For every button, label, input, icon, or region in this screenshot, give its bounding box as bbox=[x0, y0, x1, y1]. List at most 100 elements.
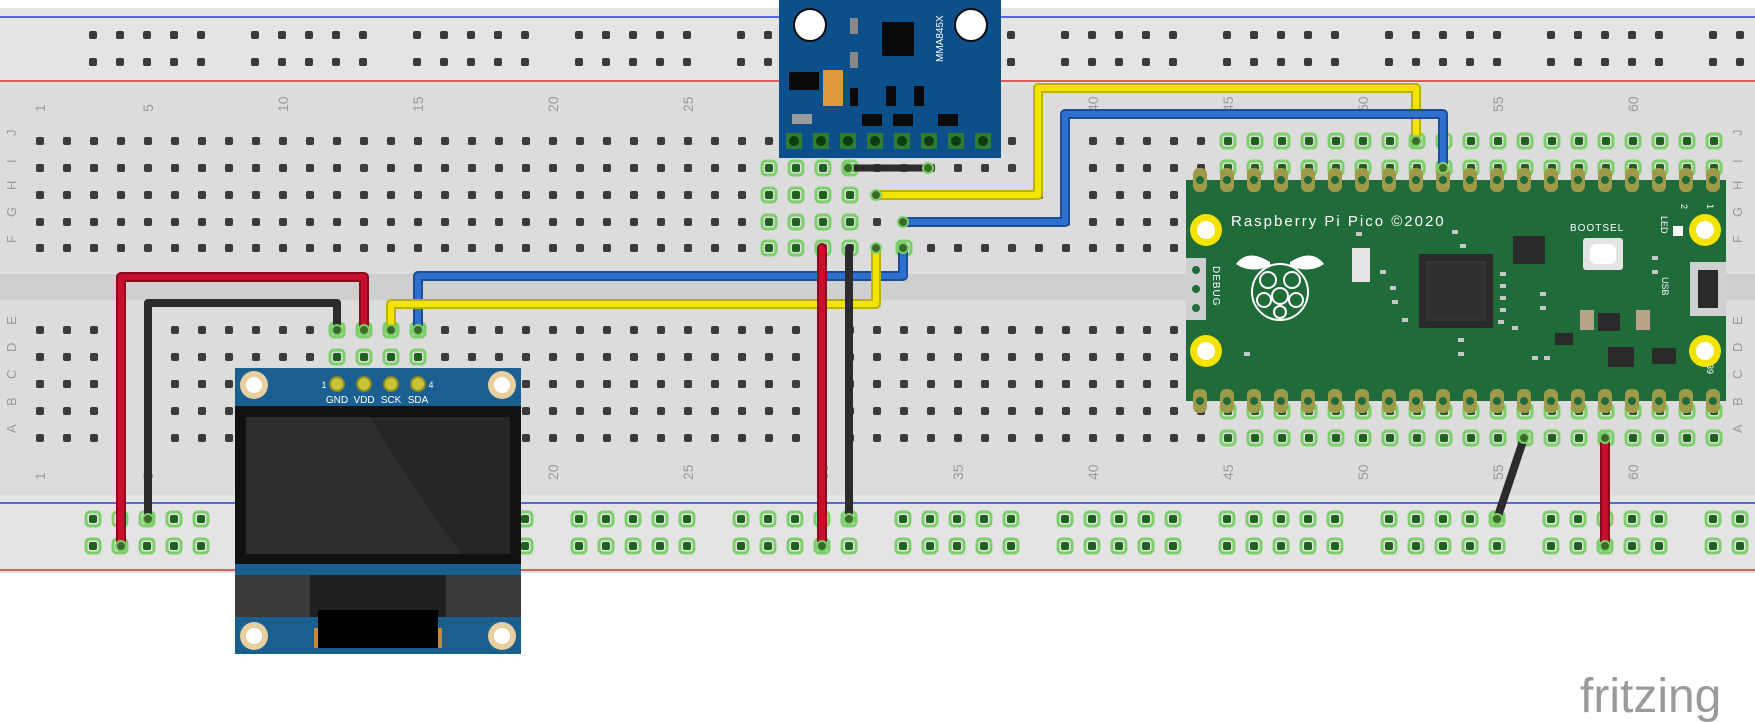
pico-pin-hole bbox=[1466, 176, 1474, 184]
breadboard-hole bbox=[197, 31, 205, 39]
breadboard-hole bbox=[521, 31, 529, 39]
breadboard-hole bbox=[927, 353, 935, 361]
breadboard-hole bbox=[684, 434, 692, 442]
breadboard-hole bbox=[657, 137, 665, 145]
breadboard-hole bbox=[1143, 218, 1151, 226]
pico-pin-hole bbox=[1304, 397, 1312, 405]
breadboard-hole-connected bbox=[1137, 510, 1155, 528]
breadboard-hole bbox=[36, 218, 44, 226]
breadboard-hole bbox=[1061, 31, 1069, 39]
breadboard-hole bbox=[116, 31, 124, 39]
breadboard-hole bbox=[1547, 31, 1555, 39]
breadboard-hole-connected bbox=[1246, 429, 1264, 447]
breadboard-hole bbox=[630, 434, 638, 442]
breadboard-hole bbox=[1548, 137, 1556, 145]
breadboard-hole bbox=[36, 164, 44, 172]
breadboard-hole bbox=[1143, 191, 1151, 199]
breadboard-hole-connected bbox=[1083, 537, 1101, 555]
breadboard-hole bbox=[602, 542, 610, 550]
breadboard-hole-connected bbox=[1461, 537, 1479, 555]
pico-pin-hole bbox=[1277, 176, 1285, 184]
pico-smd-component bbox=[1500, 296, 1506, 300]
pico-debug-pin bbox=[1192, 285, 1200, 293]
sensor-pin-hole bbox=[870, 136, 880, 146]
oled-pin-sda bbox=[410, 376, 426, 392]
breadboard-hole-connected bbox=[165, 510, 183, 528]
breadboard-hole-connected bbox=[1218, 510, 1236, 528]
breadboard-hole bbox=[1088, 31, 1096, 39]
breadboard-hole bbox=[36, 326, 44, 334]
sensor-component bbox=[850, 18, 858, 34]
pico-smd-component bbox=[1652, 256, 1658, 260]
breadboard-hole bbox=[36, 353, 44, 361]
breadboard-hole-connected bbox=[1434, 510, 1452, 528]
breadboard-hole-connected bbox=[624, 537, 642, 555]
breadboard-hole bbox=[522, 380, 530, 388]
breadboard-hole bbox=[1115, 542, 1123, 550]
breadboard-hole bbox=[198, 353, 206, 361]
pico-debug-pin bbox=[1192, 266, 1200, 274]
breadboard-hole bbox=[1251, 434, 1259, 442]
breadboard-hole bbox=[90, 137, 98, 145]
breadboard-hole bbox=[413, 58, 421, 66]
breadboard-hole bbox=[1601, 58, 1609, 66]
breadboard-hole bbox=[1035, 434, 1043, 442]
pico-pin-hole bbox=[1682, 176, 1690, 184]
breadboard-hole bbox=[1467, 434, 1475, 442]
breadboard-hole bbox=[279, 164, 287, 172]
row-letter: C bbox=[4, 370, 19, 379]
breadboard-hole bbox=[467, 31, 475, 39]
breadboard-hole bbox=[576, 407, 584, 415]
row-letter: E bbox=[1730, 316, 1745, 325]
breadboard-hole bbox=[683, 515, 691, 523]
breadboard-hole bbox=[1629, 434, 1637, 442]
breadboard-hole bbox=[738, 407, 746, 415]
breadboard-hole-connected bbox=[760, 186, 778, 204]
breadboard-hole bbox=[629, 58, 637, 66]
wire-end-connectors bbox=[115, 135, 1611, 552]
breadboard-hole bbox=[602, 31, 610, 39]
breadboard-hole-connected bbox=[1219, 132, 1237, 150]
breadboard-hole-connected bbox=[1624, 429, 1642, 447]
breadboard-hole bbox=[1332, 434, 1340, 442]
breadboard-hole bbox=[1223, 58, 1231, 66]
breadboard-hole bbox=[1305, 434, 1313, 442]
breadboard-hole bbox=[89, 542, 97, 550]
breadboard-hole bbox=[792, 244, 800, 252]
breadboard-hole bbox=[602, 515, 610, 523]
breadboard-hole bbox=[1062, 244, 1070, 252]
breadboard-hole bbox=[1142, 515, 1150, 523]
breadboard-hole bbox=[305, 58, 313, 66]
breadboard-hole bbox=[684, 137, 692, 145]
breadboard-hole bbox=[117, 218, 125, 226]
pico-smd-component bbox=[1244, 352, 1250, 356]
pico-pin-hole bbox=[1196, 176, 1204, 184]
breadboard-hole bbox=[1089, 137, 1097, 145]
breadboard-hole bbox=[522, 137, 530, 145]
wire-end bbox=[1518, 432, 1530, 444]
pico-smd-component bbox=[1532, 356, 1538, 360]
breadboard-hole bbox=[306, 326, 314, 334]
breadboard-hole bbox=[441, 326, 449, 334]
breadboard-hole bbox=[440, 58, 448, 66]
breadboard-hole bbox=[926, 515, 934, 523]
breadboard-hole-connected bbox=[759, 537, 777, 555]
oled-pin-sck bbox=[383, 376, 399, 392]
breadboard-hole-connected bbox=[975, 510, 993, 528]
breadboard-hole bbox=[1656, 434, 1664, 442]
wire-end bbox=[1599, 540, 1611, 552]
breadboard-hole bbox=[333, 218, 341, 226]
breadboard-hole bbox=[117, 164, 125, 172]
breadboard-hole bbox=[900, 407, 908, 415]
breadboard-hole bbox=[819, 164, 827, 172]
breadboard-hole bbox=[1143, 137, 1151, 145]
pico-pin-hole bbox=[1547, 397, 1555, 405]
breadboard-hole bbox=[765, 137, 773, 145]
breadboard-hole bbox=[252, 218, 260, 226]
breadboard-hole bbox=[737, 31, 745, 39]
breadboard-hole bbox=[549, 244, 557, 252]
breadboard-hole bbox=[1385, 515, 1393, 523]
breadboard-hole bbox=[1007, 31, 1015, 39]
column-number: 45 bbox=[1220, 96, 1236, 112]
breadboard-hole bbox=[1089, 407, 1097, 415]
